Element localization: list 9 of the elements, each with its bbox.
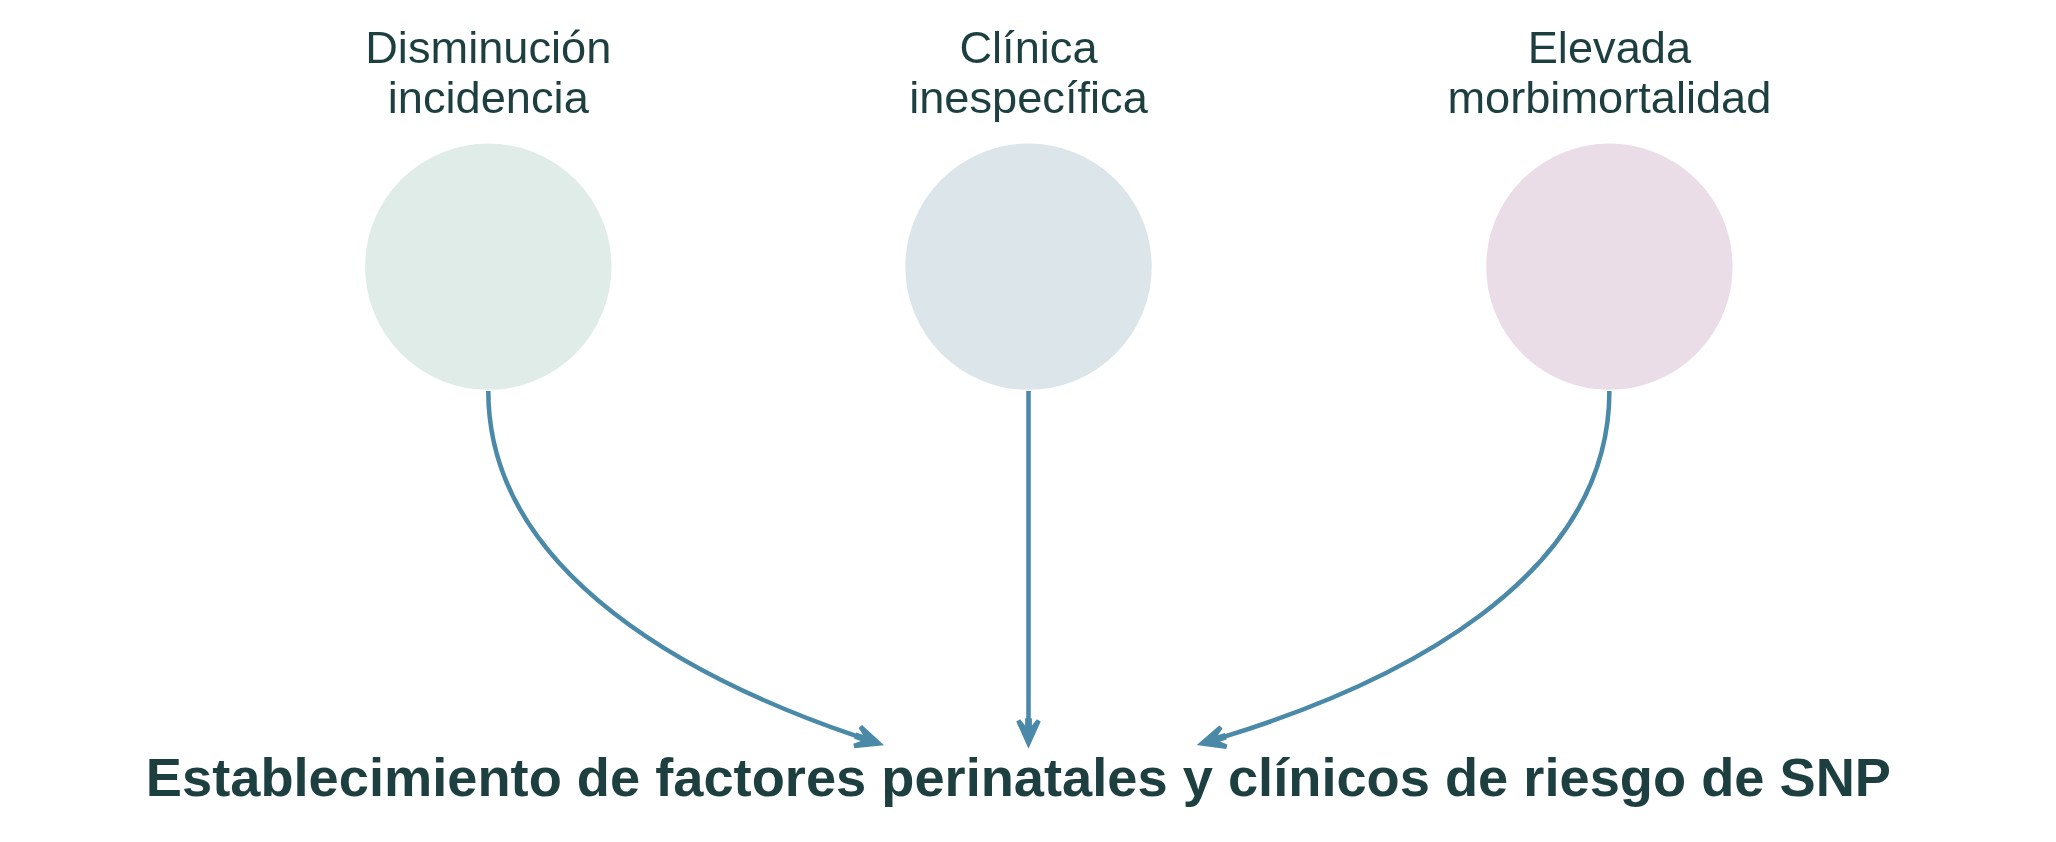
- arrow: [485, 390, 881, 748]
- node-text: Establecimiento de factores perinatales y clínicos de riesgo de SNP: [145, 746, 1891, 807]
- node-circle: [364, 143, 611, 390]
- arrow: [1199, 390, 1612, 749]
- node-label: Disminución incidencia: [364, 21, 611, 123]
- node-label: Clínica inespecífica: [908, 21, 1148, 123]
- node-circle: [1485, 143, 1733, 390]
- node-circle: [904, 143, 1152, 390]
- node-label: Elevada morbimortalidad: [1446, 21, 1771, 123]
